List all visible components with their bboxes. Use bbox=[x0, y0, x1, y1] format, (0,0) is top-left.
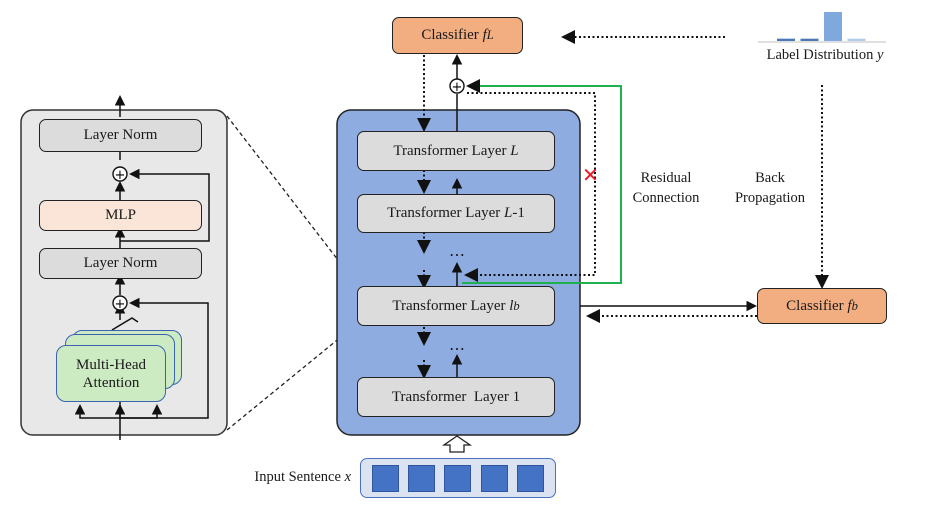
residual-line2: Connection bbox=[632, 190, 700, 206]
input-token bbox=[408, 464, 436, 492]
transformer-layer-L-minus-1: Transformer Layer L-1 bbox=[357, 194, 555, 233]
layer-lb-sub: b bbox=[513, 298, 520, 313]
input-sentence-label: Input Sentence x bbox=[226, 467, 351, 487]
input-var: x bbox=[344, 469, 351, 485]
add-circle-upper bbox=[112, 166, 128, 182]
layer-norm-top-label: Layer Norm bbox=[83, 127, 158, 143]
layer-lb-var: l bbox=[509, 297, 514, 314]
backprop-line2: Propagation bbox=[734, 190, 806, 206]
classifier-top-var: f bbox=[482, 27, 487, 43]
input-prefix: Input Sentence bbox=[254, 469, 345, 485]
attention-label-line1: Multi-Head bbox=[76, 356, 146, 373]
transformer-stack-panel bbox=[336, 109, 581, 436]
blocked-x-icon: ✕ bbox=[582, 163, 599, 187]
layer-1-label: Transformer Layer 1 bbox=[391, 388, 521, 405]
distribution-bar bbox=[777, 38, 795, 41]
layer-norm-bottom: Layer Norm bbox=[39, 248, 202, 279]
add-circle-top bbox=[449, 78, 465, 94]
layer-L1-prefix: Transformer Layer bbox=[387, 205, 505, 221]
distribution-bar bbox=[847, 38, 866, 41]
label-distribution-var: y bbox=[876, 47, 884, 63]
layer-norm-bottom-label: Layer Norm bbox=[83, 255, 158, 271]
input-token bbox=[371, 464, 399, 492]
layer-norm-top: Layer Norm bbox=[39, 119, 202, 152]
distribution-bar bbox=[800, 38, 819, 41]
mlp-label: MLP bbox=[105, 207, 136, 223]
zoom-line-bottom bbox=[226, 322, 359, 431]
residual-connection-label: Residual Connection bbox=[626, 168, 706, 208]
input-token-row bbox=[360, 458, 556, 498]
distribution-bar bbox=[824, 12, 842, 41]
input-arrow-icon bbox=[441, 435, 473, 453]
classifier-b-prefix: Classifier bbox=[786, 297, 848, 314]
layer-L1-var: L bbox=[504, 205, 513, 221]
svg-text:+: + bbox=[452, 80, 463, 95]
multi-head-attention: Multi-Head Attention bbox=[56, 345, 166, 402]
layer-lb-prefix: Transformer Layer bbox=[392, 297, 510, 314]
back-propagation-label: Back Propagation bbox=[725, 168, 815, 208]
layer-L-var: L bbox=[510, 142, 519, 159]
input-token bbox=[517, 464, 545, 492]
svg-text:+: + bbox=[115, 297, 126, 312]
add-circle-lower bbox=[112, 295, 128, 311]
attention-label-line2: Attention bbox=[82, 374, 140, 391]
backprop-line1: Back bbox=[755, 170, 785, 186]
svg-text:+: + bbox=[115, 168, 126, 183]
residual-connection-line bbox=[462, 79, 622, 284]
classifier-top-prefix: Classifier bbox=[421, 27, 483, 43]
classifier-b-var: f bbox=[847, 297, 852, 314]
transformer-layer-1: Transformer Layer 1 bbox=[357, 377, 555, 417]
label-distribution-label: Label Distribution y bbox=[740, 45, 910, 65]
label-distribution-bars bbox=[777, 12, 866, 41]
transformer-layer-L: Transformer Layer L bbox=[357, 131, 555, 171]
zoom-line-top bbox=[226, 115, 359, 287]
input-token bbox=[480, 464, 508, 492]
layer-L-prefix: Transformer Layer bbox=[393, 142, 511, 159]
mlp-block: MLP bbox=[39, 200, 202, 231]
label-distribution-prefix: Label Distribution bbox=[766, 47, 877, 63]
layer-L1-suffix: -1 bbox=[512, 205, 525, 221]
input-token bbox=[444, 464, 472, 492]
residual-line1: Residual bbox=[640, 170, 692, 186]
classifier-b-sub: b bbox=[851, 298, 858, 313]
ellipsis-upper: ⋯ bbox=[449, 247, 465, 264]
classifier-top-sub: L bbox=[486, 28, 494, 42]
ellipsis-lower: ⋯ bbox=[449, 341, 465, 358]
